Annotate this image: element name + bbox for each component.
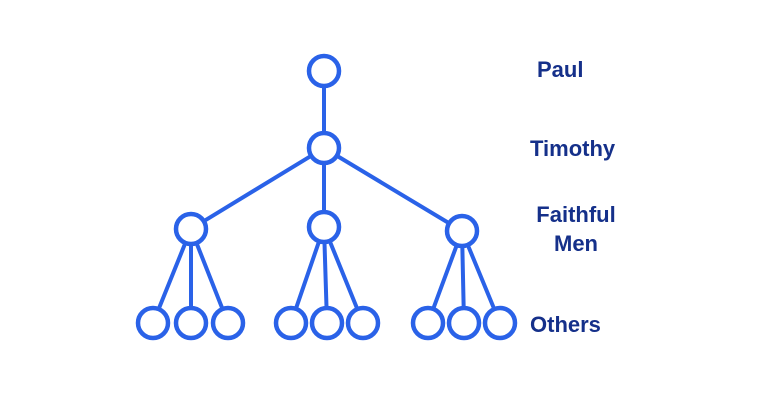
edge-faithful-man-3-to-other-8 [460,243,466,311]
edge-faithful-man-1-to-other-3 [194,240,225,312]
level-label-faithful-men: Faithful Men [530,200,622,258]
edge-timothy-to-faithful-man-3 [334,153,452,226]
node-other-6 [345,305,381,341]
node-other-3 [210,305,246,341]
edge-faithful-man-2-to-other-5 [322,239,329,311]
node-other-1 [135,305,171,341]
node-other-5 [309,305,345,341]
level-label-faithful-line-1: Faithful [536,202,616,227]
edge-faithful-man-3-to-other-7 [431,243,459,311]
level-label-faithful-line-2: Men [554,231,598,256]
edge-faithful-man-1-to-other-1 [156,240,188,312]
node-other-7 [410,305,446,341]
node-other-4 [273,305,309,341]
edge-faithful-man-2-to-other-4 [293,239,322,311]
level-label-paul: Paul [537,57,584,82]
node-faithful-man-1 [173,211,209,247]
node-other-9 [482,305,518,341]
level-label-others: Others [530,312,601,337]
edge-faithful-man-2-to-other-6 [327,238,360,312]
node-other-8 [446,305,482,341]
node-faithful-man-2 [306,209,342,245]
node-other-2 [173,305,209,341]
node-paul [306,53,342,89]
node-timothy [306,130,342,166]
node-faithful-man-3 [444,213,480,249]
edge-faithful-man-3-to-other-9 [465,242,497,312]
level-label-timothy: Timothy [530,136,616,161]
edge-timothy-to-faithful-man-1 [201,153,314,224]
